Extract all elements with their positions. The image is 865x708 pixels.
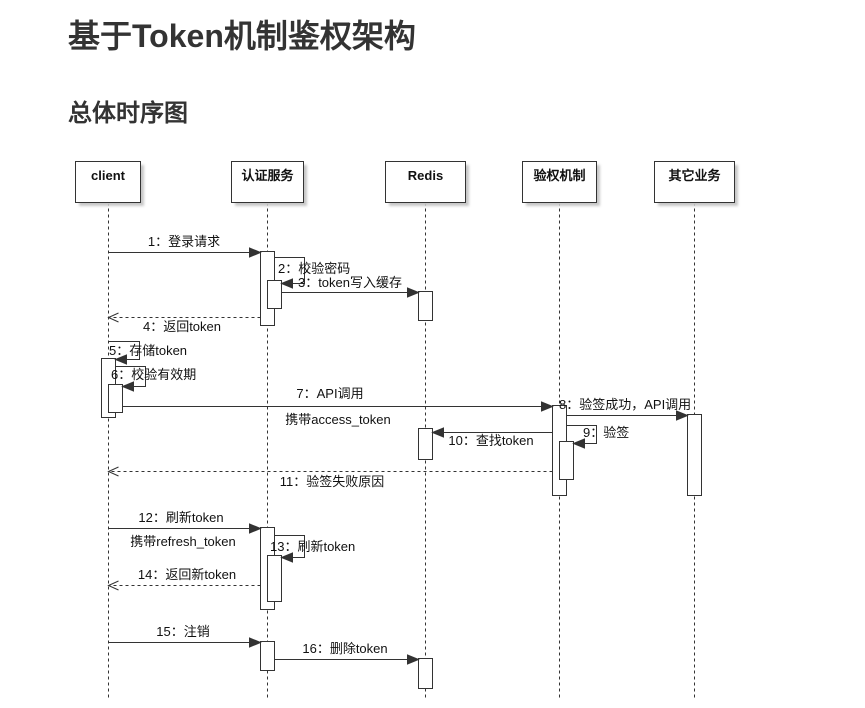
message-label: 2：校验密码: [278, 261, 350, 276]
activation-bar-redis: [418, 291, 433, 321]
message-label: 9：验签: [583, 425, 629, 440]
message-label: 15：注销: [156, 624, 209, 639]
open-arrowhead: [107, 312, 119, 323]
message-2: 2：校验密码: [274, 257, 350, 289]
arrowhead: [249, 247, 262, 258]
participant-auth-service: 认证服务: [231, 161, 307, 206]
message-12: 12：刷新token 携带refresh_token: [108, 510, 262, 549]
message-label: 11：验签失败原因: [280, 474, 385, 489]
message-label: 12：刷新token: [138, 510, 223, 525]
participant-box: [75, 161, 141, 203]
message-9: 9：验签: [566, 425, 629, 449]
self-call-line: [274, 257, 305, 284]
arrowhead: [114, 354, 127, 365]
participant-box: [231, 161, 304, 203]
message-3: 3：token写入缓存: [281, 275, 420, 298]
message-8: 8：验签成功，API调用: [559, 397, 691, 421]
arrowhead: [121, 381, 134, 392]
message-label: 16：删除token: [302, 641, 387, 656]
self-call-line: [274, 535, 305, 558]
participant-label: 验权机制: [533, 168, 585, 183]
message-label: 4：返回token: [143, 319, 221, 334]
self-call-line: [108, 341, 140, 360]
message-14: 14：返回新token: [107, 567, 261, 591]
message-15: 15：注销: [108, 624, 262, 648]
self-call-line: [115, 366, 146, 387]
message-7: 7：API调用 携带access_token: [122, 386, 554, 427]
activation-bar-other-services: [687, 414, 702, 496]
message-label: 10：查找token: [448, 433, 533, 448]
arrowhead: [249, 637, 262, 648]
activation-bar-auth-check-nested: [559, 441, 574, 480]
message-label: 6：校验有效期: [111, 367, 196, 382]
activation-bars: [101, 251, 702, 689]
participant-auth-check: 验权机制: [522, 161, 600, 206]
participant-label: 认证服务: [241, 168, 294, 183]
activation-bar-redis: [418, 428, 433, 460]
message-label: 13：刷新token: [270, 539, 355, 554]
open-arrowhead: [107, 466, 119, 477]
message-label: 1：登录请求: [148, 234, 220, 249]
message-label: 7：API调用: [296, 386, 363, 401]
arrowhead: [407, 287, 420, 298]
participant-label: Redis: [408, 168, 443, 183]
participant-other-services: 其它业务: [654, 161, 738, 206]
arrowhead: [280, 552, 293, 563]
participant-box: [654, 161, 735, 203]
participant-box: [522, 161, 597, 203]
participant-client: client: [75, 161, 144, 206]
message-label: 8：验签成功，API调用: [559, 397, 691, 412]
message-note: 携带refresh_token: [130, 534, 236, 549]
message-11: 11：验签失败原因: [107, 466, 553, 489]
activation-bar-auth-service: [260, 641, 275, 671]
message-4: 4：返回token: [107, 312, 261, 334]
message-label: 5：存储token: [109, 343, 187, 358]
message-label: 14：返回新token: [138, 567, 236, 582]
participant-label: 其它业务: [668, 168, 721, 183]
arrowhead: [572, 438, 585, 449]
message-1: 1：登录请求: [108, 234, 262, 258]
participant-box: [385, 161, 466, 203]
page-title: 基于Token机制鉴权架构: [68, 18, 416, 54]
message-5: 5：存储token: [108, 341, 187, 365]
arrowhead: [541, 401, 554, 412]
arrowhead: [676, 410, 689, 421]
activation-bar-client-nested: [108, 384, 123, 413]
activation-bar-auth-service-nested: [267, 555, 282, 602]
message-note: 携带access_token: [285, 412, 391, 427]
arrowhead: [249, 523, 262, 534]
arrowhead: [280, 278, 293, 289]
message-16: 16：删除token: [274, 641, 420, 665]
activation-bar-auth-service-nested: [267, 280, 282, 309]
message-label: 3：token写入缓存: [298, 275, 402, 290]
section-title: 总体时序图: [68, 100, 188, 127]
participant-label: client: [91, 168, 126, 183]
arrowhead: [407, 654, 420, 665]
open-arrowhead: [107, 580, 119, 591]
message-6: 6：校验有效期: [111, 366, 196, 392]
message-13: 13：刷新token: [270, 535, 355, 563]
message-10: 10：查找token: [431, 427, 553, 448]
arrowhead: [431, 427, 444, 438]
activation-bar-redis: [418, 658, 433, 689]
participant-redis: Redis: [385, 161, 469, 206]
self-call-line: [566, 425, 597, 444]
